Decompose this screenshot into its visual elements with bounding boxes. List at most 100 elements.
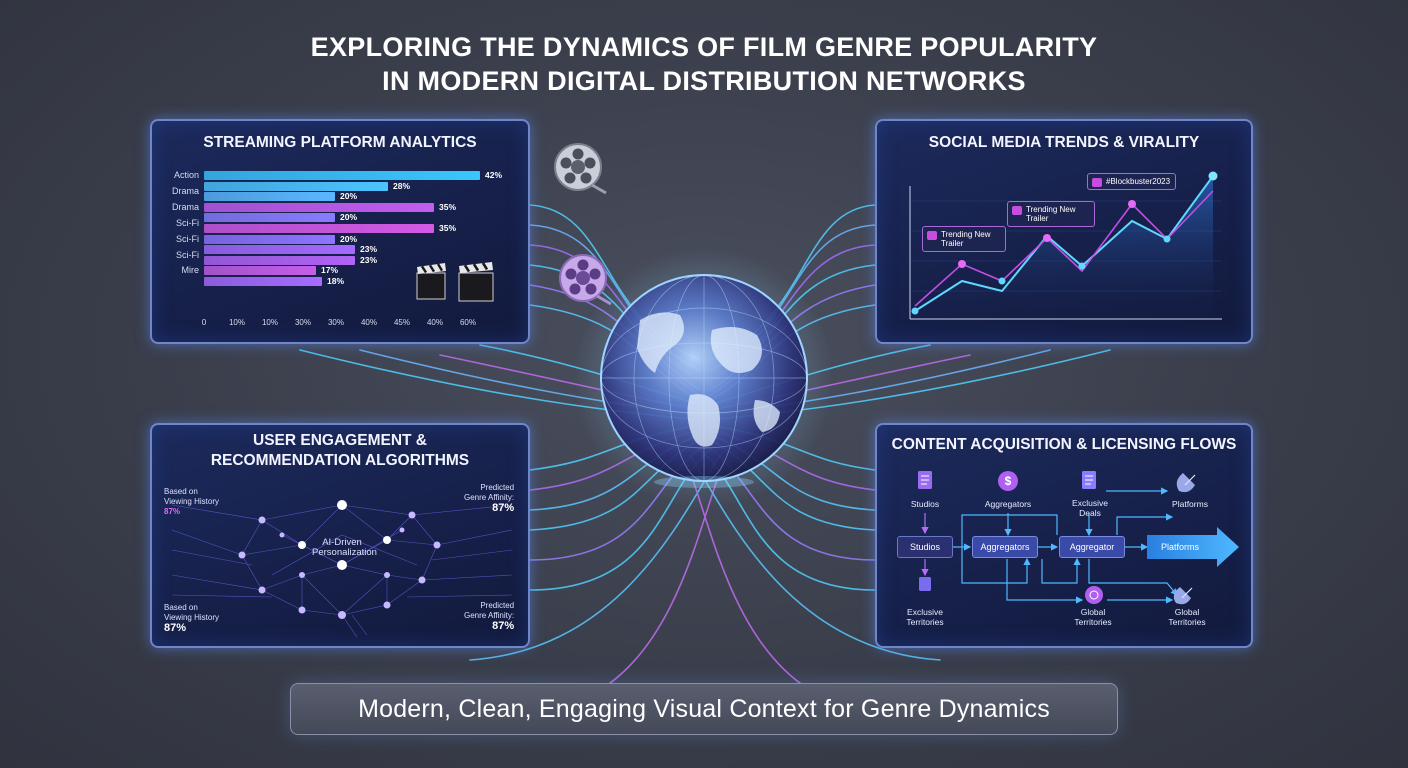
metric-value: 87% [164,507,181,516]
satellite-dish-icon [1176,473,1196,493]
flow-node-label: Exclusive Deals [1072,498,1108,518]
licensing-flow-diagram: $ [918,471,1239,605]
caption-banner: Modern, Clean, Engaging Visual Context f… [290,683,1118,735]
svg-text:$: $ [1005,474,1012,488]
page-title-line1: EXPLORING THE DYNAMICS OF FILM GENRE POP… [310,32,1098,62]
panel-title-line2: RECOMMENDATION ALGORITHMS [210,452,470,469]
metric-line2: Genre Affinity: [464,611,515,620]
bar-value-label: 28% [393,180,411,191]
bar [204,202,434,212]
bar-value-label: 23% [360,254,378,265]
ai-center-label: AI-Driven Personalization [312,537,377,558]
page-title-line2: IN MODERN DIGITAL DISTRIBUTION NETWORKS [382,66,1026,96]
axis-tick-label: 0 [201,318,207,327]
bar-value-label: 20% [340,212,358,223]
bar [204,224,434,233]
satellite-dish-icon [1173,587,1193,605]
bar [204,245,355,255]
clapperboard-icon [416,262,494,302]
metric-line2: Genre Affinity: [464,493,515,502]
bar-value-label: 35% [439,201,457,212]
flow-node-label: Studios [910,499,940,509]
flow-box-aggregator: Aggregator [1059,536,1125,558]
trend-callout: Trending New Trailer [1007,201,1095,227]
axis-tick-label: 30% [327,318,344,327]
platform-arrow [1147,527,1239,567]
trend-callout: #Blockbuster2023 [1087,173,1177,190]
callout-text: Trending New Trailer [941,230,991,248]
category-label: Drama [171,185,199,196]
document-icon [918,471,932,489]
metric-line1: Predicted [480,483,515,492]
metric-line1: Based on [164,487,198,496]
bar-value-label: 17% [321,265,339,276]
metric-line2: Viewing History [164,497,219,506]
flow-box-platforms: Platforms [1160,542,1199,552]
category-label: Drama [171,201,199,212]
panel-title-line1: USER ENGAGEMENT & [253,432,427,449]
flow-node-label: Global Territories [1074,607,1112,627]
metric-line2: Viewing History [164,613,219,622]
category-label: Sci-Fi [176,249,199,260]
flow-node-label: Global Territories [1168,607,1206,627]
ai-center-line1: AI-Driven [322,537,362,548]
callout-text: Trending New Trailer [1026,205,1076,223]
film-reel-icon [554,143,607,195]
bar [204,171,480,180]
document-icon [919,577,931,591]
axis-tick-label: 60% [459,318,476,327]
bar-value-label: 23% [360,244,378,255]
panel-title: STREAMING PLATFORM ANALYTICS [203,134,477,151]
metric-value: 87% [492,620,515,632]
globe-icon [1085,586,1103,604]
flow-box-aggregators: Aggregators [972,536,1038,558]
metric-value: 87% [164,622,187,634]
panel-title: SOCIAL MEDIA TRENDS & VIRALITY [928,134,1200,151]
bar [204,181,388,191]
metric-label: Based on Viewing History 87% [164,487,219,517]
bar-value-label: 20% [340,191,358,202]
metric-label: Based on Viewing History 87% [164,603,219,634]
content-acquisition-panel: CONTENT ACQUISITION & LICENSING FLOWS $ [875,423,1253,648]
bar [204,234,335,244]
metric-line1: Based on [164,603,198,612]
metric-label: Predicted Genre Affinity: 87% [464,483,515,514]
user-engagement-panel: USER ENGAGEMENT & RECOMMENDATION ALGORIT… [150,423,530,648]
category-label: Action [173,170,199,180]
trend-callout: Trending New Trailer [922,226,1006,252]
axis-tick-label: 40% [426,318,443,327]
page-title: EXPLORING THE DYNAMICS OF FILM GENRE POP… [0,30,1408,98]
bar [204,213,335,223]
social-media-panel: SOCIAL MEDIA TRENDS & VIRALITY [875,119,1253,344]
neural-network-icon [171,500,513,638]
metric-label: Predicted Genre Affinity: 87% [464,601,515,632]
flow-node-label: Platforms [1172,499,1208,509]
globe-icon [574,248,834,508]
bar [204,192,335,202]
bar-value-label: 42% [485,170,503,180]
category-label: Mire [181,265,200,276]
panel-title: CONTENT ACQUISITION & LICENSING FLOWS [891,436,1237,453]
bar [204,277,322,286]
bar-value-label: 18% [327,276,345,286]
axis-tick-label: 10% [261,318,278,327]
metric-value: 87% [492,502,515,514]
dollar-icon: $ [998,471,1018,491]
axis-tick-label: 45% [393,318,410,327]
ai-center-line2: Personalization [312,547,377,558]
axis-tick-label: 10% [228,318,245,327]
contract-icon [1082,471,1096,489]
callout-text: #Blockbuster2023 [1106,177,1171,186]
category-label: Sci-Fi [176,217,199,228]
film-reel-icon [559,254,612,306]
bar [204,266,316,276]
axis-tick-label: 30% [294,318,311,327]
metric-line1: Predicted [480,601,515,610]
flow-box-studios: Studios [897,536,953,558]
flow-node-label: Aggregators [984,499,1032,509]
flow-node-label: Exclusive Territories [906,607,944,627]
category-label: Sci-Fi [176,233,199,244]
bar [204,255,355,265]
bar-value-label: 35% [439,223,457,233]
